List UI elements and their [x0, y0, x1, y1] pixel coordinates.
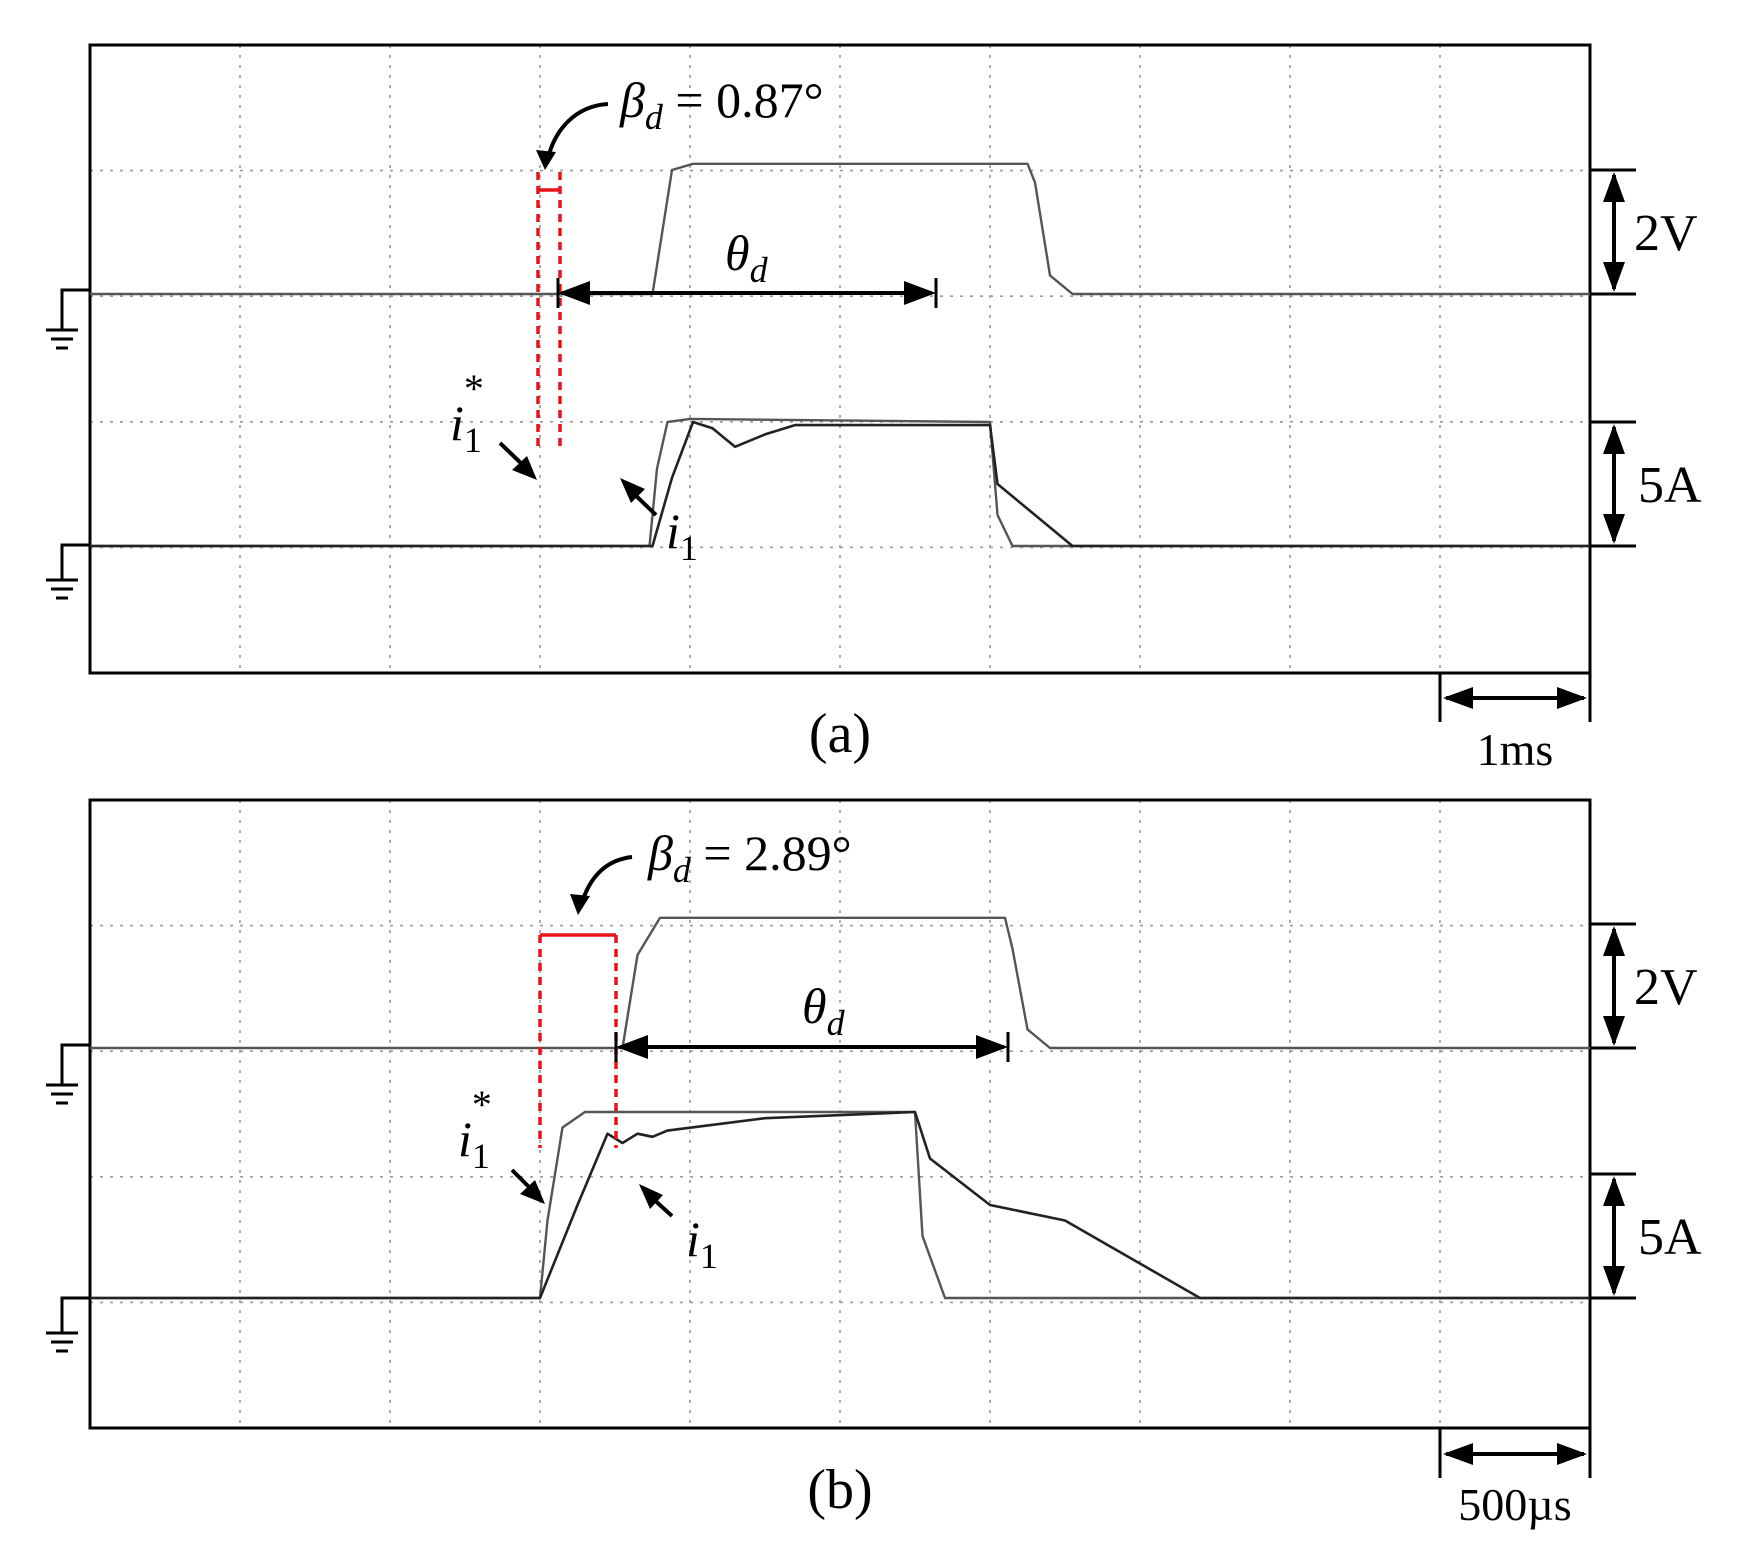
series-voltage-b: [90, 916, 1590, 1050]
beta-label-a: βd = 0.87°: [619, 72, 824, 137]
ground-marker-voltage-b: [46, 1043, 90, 1105]
theta-arrowhead-left-b: [616, 1035, 648, 1059]
time-scale-arrowhead-left-a: [1443, 687, 1473, 709]
series-voltage-a: [90, 162, 1590, 296]
ref-current-arrowhead-a: [512, 456, 537, 480]
volt-scale-arrowhead-bottom-a: [1603, 262, 1625, 292]
volt-scale-label-b: 2V: [1634, 959, 1698, 1016]
theta-arrowhead-right-b: [976, 1035, 1008, 1059]
volt-scale-arrowhead-top-b: [1603, 926, 1625, 956]
current-scale-label-a: 5A: [1638, 457, 1702, 514]
series-reference-current-b: [90, 1110, 1590, 1300]
panel-label-b: (b): [807, 1459, 872, 1521]
theta-label-b: θd: [802, 978, 846, 1043]
beta-pointer-arrow-b: [580, 855, 633, 903]
current-label-a: i1: [666, 503, 698, 568]
plot-frame-a: [88, 43, 1592, 675]
panel-b: βd = 2.89° θd i1* i1 2V 5A: [46, 798, 1702, 1530]
series-reference-current-a: [90, 417, 1590, 548]
grid-a: [90, 45, 1590, 673]
current-scale-arrowhead-top-b: [1603, 1176, 1625, 1206]
current-arrowhead-b: [639, 1184, 663, 1209]
current-scale-arrowhead-bottom-a: [1603, 514, 1625, 544]
time-scale-arrowhead-right-b: [1557, 1443, 1587, 1465]
volt-scale-arrowhead-top-a: [1603, 172, 1625, 202]
grid-b: [90, 800, 1590, 1428]
current-arrowhead-a: [620, 478, 645, 503]
panel-a: βd = 0.87° θd i1* i1 2V: [46, 43, 1702, 775]
current-label-b: i1: [686, 1211, 718, 1276]
time-scale-arrowhead-right-a: [1557, 687, 1587, 709]
ref-current-label-b: i1*: [458, 1082, 492, 1176]
time-scale-arrowhead-left-b: [1443, 1443, 1473, 1465]
series-measured-current-b: [90, 1110, 1590, 1300]
ref-current-arrowhead-b: [520, 1180, 545, 1204]
beta-label-b: βd = 2.89°: [647, 825, 852, 890]
volt-scale-arrowhead-bottom-b: [1603, 1016, 1625, 1046]
theta-arrowhead-left-a: [558, 281, 590, 305]
ref-current-label-a: i1*: [450, 366, 484, 460]
plot-frame-b: [88, 798, 1592, 1430]
time-scale-label-a: 1ms: [1477, 724, 1554, 775]
current-scale-label-b: 5A: [1638, 1209, 1702, 1266]
series-measured-current-a: [90, 420, 1590, 548]
ground-marker-voltage-a: [46, 288, 90, 350]
theta-arrowhead-right-a: [904, 281, 936, 305]
theta-label-a: θd: [725, 225, 769, 290]
beta-pointer-arrowhead-b: [570, 894, 590, 915]
beta-pointer-arrowhead-a: [536, 150, 556, 170]
volt-scale-label-a: 2V: [1634, 205, 1698, 262]
current-scale-arrowhead-bottom-b: [1603, 1266, 1625, 1296]
ground-marker-current-a: [46, 543, 90, 600]
panel-label-a: (a): [809, 703, 871, 765]
time-scale-label-b: 500µs: [1458, 1479, 1571, 1530]
beta-pointer-arrow-a: [546, 102, 609, 159]
current-scale-arrowhead-top-a: [1603, 424, 1625, 454]
ground-marker-current-b: [46, 1296, 90, 1353]
